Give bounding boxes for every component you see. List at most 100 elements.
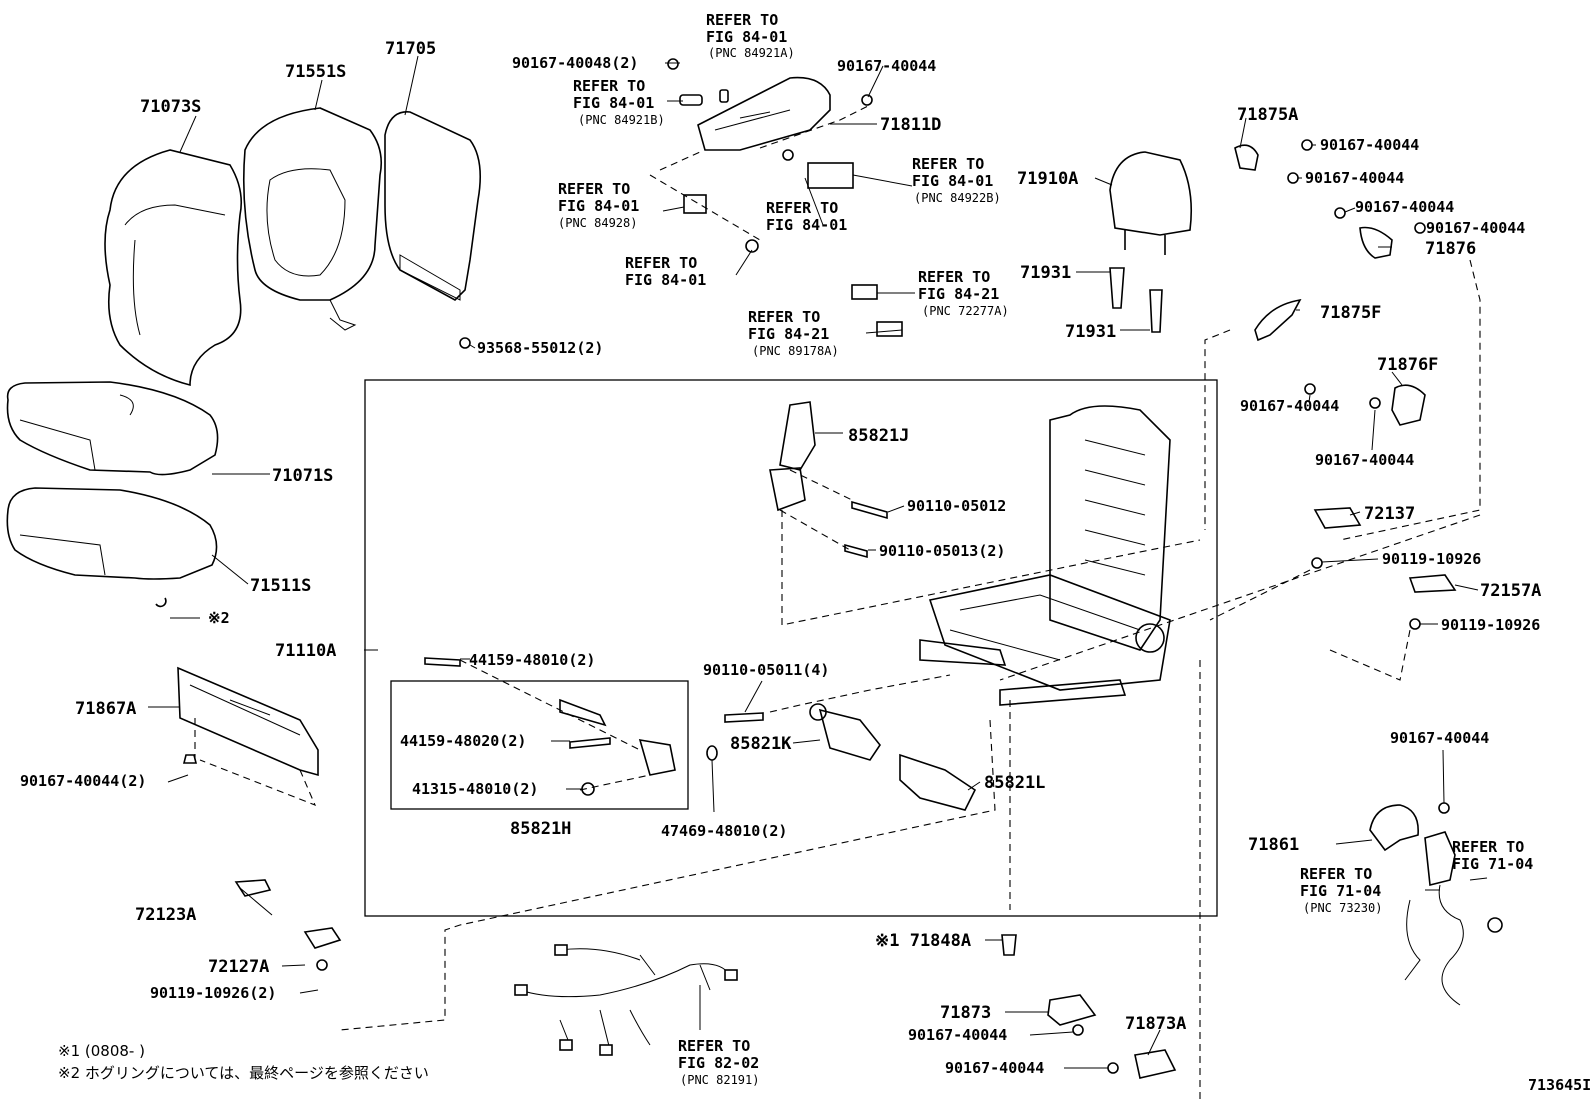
screw-icon <box>667 58 679 70</box>
washer-icon <box>706 745 718 761</box>
label-71875A: 71875A <box>1237 105 1298 125</box>
ref-f-line1: REFER TO <box>625 254 697 272</box>
label-72123A: 72123A <box>135 905 196 925</box>
motor-85821K <box>809 703 881 761</box>
connector-icon <box>851 284 878 300</box>
ref-g-line1: REFER TO <box>918 268 990 286</box>
label-90119-10926-r7: 90119-10926 <box>1382 550 1481 568</box>
ref-a-line1: REFER TO <box>706 11 778 29</box>
bolt-icon <box>724 712 764 723</box>
label-hogring: ※2 <box>208 609 230 627</box>
screw-icon <box>1107 1062 1119 1074</box>
ref-k-line3: (PNC 82191) <box>680 1073 759 1087</box>
label-44159-48020: 44159-48020(2) <box>400 732 526 750</box>
pad-72127A <box>303 927 342 949</box>
bolt-icon <box>844 543 868 559</box>
label-71931-a: 71931 <box>1020 263 1071 283</box>
label-71931-b: 71931 <box>1065 322 1116 342</box>
headrest-guide-71931 <box>1109 267 1125 309</box>
label-85821K: 85821K <box>730 734 792 754</box>
screw-icon <box>1304 383 1316 395</box>
label-90167-40044-r9: 90167-40044 <box>1390 729 1489 747</box>
label-71873: 71873 <box>940 1003 991 1023</box>
bracket-71876 <box>1359 226 1393 259</box>
label-47469-48010: 47469-48010(2) <box>661 822 787 840</box>
buckle-cover-71861 <box>1369 804 1419 852</box>
label-71861: 71861 <box>1248 835 1299 855</box>
figure-id: 713645I <box>1528 1076 1591 1094</box>
ref-c-line3: (PNC 84922B) <box>914 191 1001 205</box>
label-90167-40044-r1: 90167-40044 <box>1320 136 1419 154</box>
screw-icon <box>745 239 759 253</box>
ref-h-line3: (PNC 89178A) <box>752 344 839 358</box>
seat-cushion-pad-71511S <box>6 487 218 580</box>
ref-c-line1: REFER TO <box>912 155 984 173</box>
recliner-cover-71875F <box>1254 298 1302 342</box>
ref-j-line1: REFER TO <box>1300 865 1372 883</box>
bracket-71873A <box>1134 1049 1177 1079</box>
ref-b-line2: FIG 84-01 <box>573 94 654 112</box>
ref-k-line2: FIG 82-02 <box>678 1054 759 1072</box>
switch-icon <box>807 162 854 189</box>
label-71551S: 71551S <box>285 62 346 82</box>
seat-cushion-shield-71867A <box>177 666 319 777</box>
label-72127A: 72127A <box>208 957 269 977</box>
label-71511S: 71511S <box>250 576 311 596</box>
ref-k-line1: REFER TO <box>678 1037 750 1055</box>
label-93568: 93568-55012(2) <box>477 339 603 357</box>
gear-assembly-box-85821H <box>390 680 689 810</box>
label-71876: 71876 <box>1425 239 1476 259</box>
label-90167-40044-top: 90167-40044 <box>837 57 936 75</box>
ref-a-line2: FIG 84-01 <box>706 28 787 46</box>
label-90167-40044-r3: 90167-40044 <box>1355 198 1454 216</box>
screw-icon <box>861 94 873 106</box>
label-90110-05011: 90110-05011(4) <box>703 661 829 679</box>
screw-icon <box>459 337 471 349</box>
label-85821L: 85821L <box>984 773 1045 793</box>
label-71876F: 71876F <box>1377 355 1438 375</box>
label-85821H: 85821H <box>510 819 571 839</box>
ref-d-line2: FIG 84-01 <box>558 197 639 215</box>
screw-icon <box>316 959 328 971</box>
screw-icon <box>1414 222 1426 234</box>
bolt-icon <box>569 737 611 749</box>
label-71071S: 71071S <box>272 466 333 486</box>
bolt-icon <box>851 500 888 520</box>
cover-72157A <box>1408 574 1457 593</box>
bolt-icon <box>424 657 461 667</box>
ref-b-line3: (PNC 84921B) <box>578 113 665 127</box>
screw-icon <box>1287 172 1299 184</box>
label-90167-40044-r2: 90167-40044 <box>1305 169 1404 187</box>
label-90110-05013: 90110-05013(2) <box>879 542 1005 560</box>
connector-icon <box>876 321 903 337</box>
clip-icon <box>182 754 198 764</box>
motor-85821L <box>899 753 977 811</box>
label-90167-40044-r6: 90167-40044 <box>1315 451 1414 469</box>
label-90110-05012: 90110-05012 <box>907 497 1006 515</box>
recliner-cover-71875A <box>1234 144 1259 171</box>
label-71910A: 71910A <box>1017 169 1078 189</box>
ref-j-line2: FIG 71-04 <box>1300 882 1381 900</box>
label-90167-40044-71873A: 90167-40044 <box>945 1059 1044 1077</box>
switch-icon <box>683 194 707 214</box>
ref-h-line2: FIG 84-21 <box>748 325 829 343</box>
label-85821J: 85821J <box>848 426 909 446</box>
part-labels: 71073S 71551S 71705 71071S 71511S ※2 711… <box>20 11 1591 1094</box>
screw-icon <box>1487 917 1503 933</box>
ref-i-line2: FIG 71-04 <box>1452 855 1533 873</box>
bracket-71873 <box>1047 994 1097 1026</box>
label-71110A: 71110A <box>275 641 336 661</box>
label-71811D: 71811D <box>880 115 941 135</box>
frame-assembly-box-71110A <box>364 379 1218 917</box>
label-72137: 72137 <box>1364 504 1415 524</box>
cable-icon <box>559 698 607 727</box>
footnote-2: ※2 ホグリングについては、最終ページを参照ください <box>58 1064 429 1082</box>
seat-frame-icon <box>919 405 1171 706</box>
label-44159-48010: 44159-48010(2) <box>469 651 595 669</box>
ref-c-line2: FIG 84-01 <box>912 172 993 190</box>
motor-85821J <box>769 401 816 512</box>
label-90167-40044-r4: 90167-40044 <box>1426 219 1525 237</box>
ref-d-line3: (PNC 84928) <box>558 216 637 230</box>
seatback-frame-71705 <box>384 111 481 301</box>
